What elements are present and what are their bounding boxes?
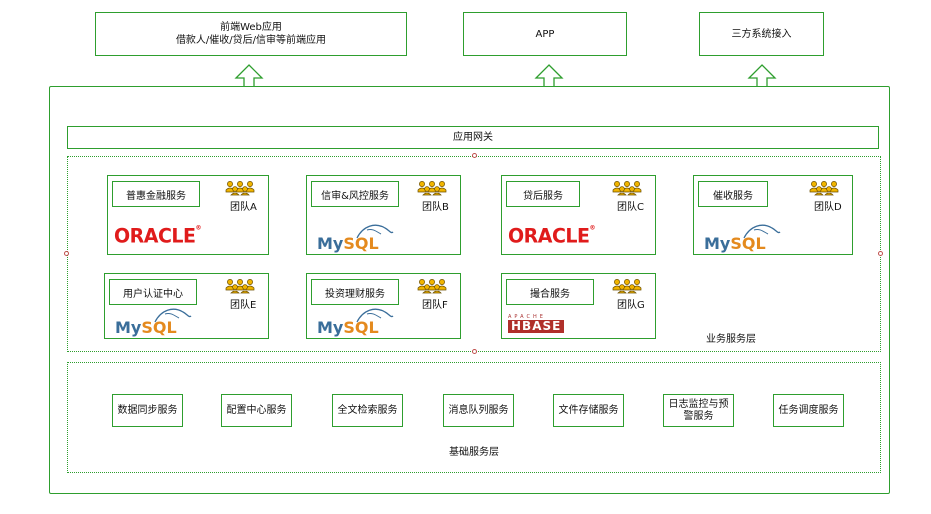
base-service-file-storage: 文件存储服务 bbox=[553, 394, 624, 427]
connector-dot bbox=[64, 251, 69, 256]
team-icon bbox=[417, 181, 447, 196]
frontend-web-subtitle: 借款人/催收/贷后/信审等前端应用 bbox=[175, 35, 327, 46]
team-label: 团队D bbox=[814, 202, 842, 213]
team-label: 团队G bbox=[617, 300, 645, 311]
service-card: 用户认证中心团队E MySQL bbox=[104, 273, 269, 339]
service-card: 信审&风控服务团队B MySQL bbox=[306, 175, 461, 255]
database-logo: ORACLE® bbox=[114, 224, 202, 248]
base-service-label: 全文检索服务 bbox=[337, 404, 398, 416]
base-service-label: 数据同步服务 bbox=[117, 404, 178, 416]
mysql-logo: MySQL bbox=[317, 224, 394, 253]
base-service-fulltext-search: 全文检索服务 bbox=[332, 394, 403, 427]
team-icon bbox=[225, 181, 255, 196]
app-gateway: 应用网关 bbox=[67, 126, 879, 149]
team-icon bbox=[809, 180, 839, 200]
service-card: 投资理财服务团队F MySQL bbox=[306, 273, 461, 339]
service-card: 贷后服务团队C ORACLE® bbox=[501, 175, 656, 255]
database-logo: MySQL bbox=[317, 308, 394, 337]
service-name: 投资理财服务 bbox=[311, 279, 399, 305]
base-service-label: 文件存储服务 bbox=[558, 404, 619, 416]
base-service-label: 任务调度服务 bbox=[778, 404, 839, 416]
service-name: 催收服务 bbox=[698, 181, 768, 207]
database-logo: MySQL bbox=[704, 224, 781, 253]
service-card: 催收服务团队D MySQL bbox=[693, 175, 853, 255]
frontend-web-title: 前端Web应用 bbox=[220, 22, 282, 33]
connector-dot bbox=[878, 251, 883, 256]
team-icon bbox=[225, 279, 255, 294]
service-card: 普惠金融服务团队A ORACLE® bbox=[107, 175, 269, 255]
base-service-label: 配置中心服务 bbox=[226, 404, 287, 416]
service-name: 用户认证中心 bbox=[109, 279, 197, 305]
base-service-data-sync: 数据同步服务 bbox=[112, 394, 183, 427]
team-icon bbox=[417, 278, 447, 298]
base-service-label: 消息队列服务 bbox=[448, 404, 509, 416]
base-service-config-center: 配置中心服务 bbox=[221, 394, 292, 427]
third-party-label: 三方系统接入 bbox=[731, 28, 792, 40]
team-icon bbox=[417, 180, 447, 200]
mysql-logo: MySQL bbox=[317, 308, 394, 337]
third-party-box: 三方系统接入 bbox=[699, 12, 824, 56]
team-icon bbox=[612, 279, 642, 294]
base-service-task-scheduling: 任务调度服务 bbox=[773, 394, 844, 427]
connector-dot bbox=[472, 153, 477, 158]
base-service-label: 日志监控与预警服务 bbox=[668, 398, 729, 422]
app-label: APP bbox=[535, 28, 555, 40]
team-icon bbox=[809, 181, 839, 196]
mysql-logo: MySQL bbox=[115, 308, 192, 337]
service-name: 撮合服务 bbox=[506, 279, 594, 305]
database-logo: MySQL bbox=[317, 224, 394, 253]
service-name: 信审&风控服务 bbox=[311, 181, 399, 207]
team-label: 团队B bbox=[422, 202, 449, 213]
team-icon bbox=[612, 181, 642, 196]
frontend-web-box: 前端Web应用 借款人/催收/贷后/信审等前端应用 bbox=[95, 12, 407, 56]
database-logo: ORACLE® bbox=[508, 224, 596, 248]
service-name: 贷后服务 bbox=[506, 181, 580, 207]
team-icon bbox=[612, 180, 642, 200]
app-box: APP bbox=[463, 12, 627, 56]
base-service-log-monitoring: 日志监控与预警服务 bbox=[663, 394, 734, 427]
team-label: 团队A bbox=[230, 202, 257, 213]
oracle-logo: ORACLE® bbox=[508, 224, 596, 248]
team-icon bbox=[225, 278, 255, 298]
connector-dot bbox=[472, 349, 477, 354]
base-service-message-queue: 消息队列服务 bbox=[443, 394, 514, 427]
team-label: 团队E bbox=[230, 300, 257, 311]
base-layer-label: 基础服务层 bbox=[449, 447, 499, 458]
app-gateway-label: 应用网关 bbox=[453, 132, 493, 143]
base-service-layer bbox=[67, 362, 881, 473]
service-name: 普惠金融服务 bbox=[112, 181, 200, 207]
business-layer-label: 业务服务层 bbox=[706, 334, 756, 345]
team-icon bbox=[612, 278, 642, 298]
team-icon bbox=[417, 279, 447, 294]
team-label: 团队C bbox=[617, 202, 644, 213]
mysql-logo: MySQL bbox=[704, 224, 781, 253]
team-label: 团队F bbox=[422, 300, 448, 311]
database-logo: MySQL bbox=[115, 308, 192, 337]
team-icon bbox=[225, 180, 255, 200]
oracle-logo: ORACLE® bbox=[114, 224, 202, 248]
